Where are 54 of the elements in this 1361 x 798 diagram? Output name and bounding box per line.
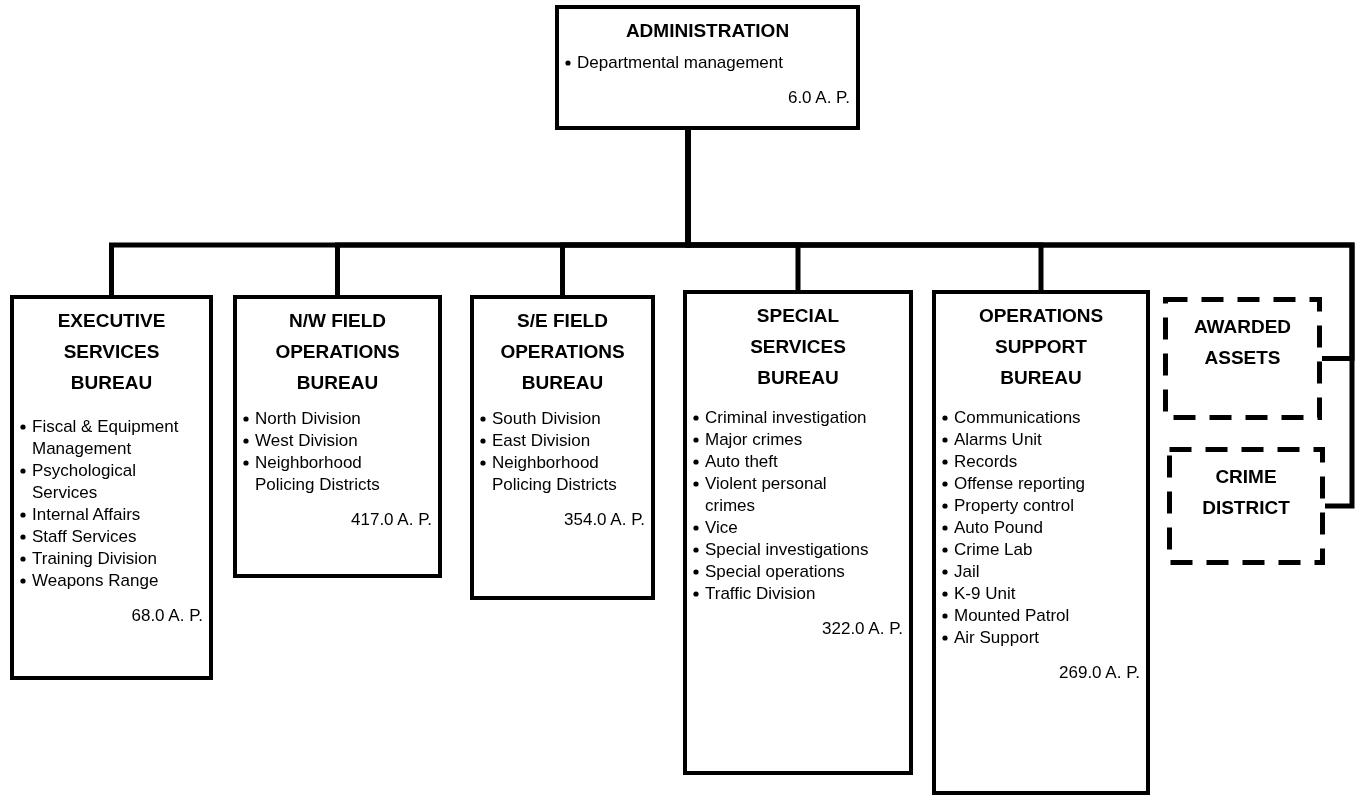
list-item: Training Division [32, 548, 158, 570]
list-item: Alarms Unit [954, 429, 1042, 451]
dashed-box [1167, 447, 1325, 565]
list-item: Neighborhood Policing Districts [255, 452, 381, 496]
list-item: Communications [954, 407, 1081, 429]
list-item: Records [954, 451, 1018, 473]
box-title: ADMINISTRATION [624, 19, 791, 43]
list-item: Traffic Division [705, 583, 816, 605]
list-item: North Division [255, 408, 361, 430]
list-item: Air Support [954, 627, 1040, 649]
list-item: Violent personal crimes [705, 473, 828, 517]
list-item: Vice [705, 517, 738, 539]
list-item: Auto Pound [954, 517, 1043, 539]
org-box [470, 295, 655, 600]
list-item: Crime Lab [954, 539, 1033, 561]
list-item: Special operations [705, 561, 845, 583]
org-box [683, 290, 913, 775]
box-title: OPERATIONS SUPPORT BUREAU [977, 304, 1105, 390]
box-title: N/W FIELD OPERATIONS BUREAU [274, 309, 401, 395]
staff-total: 322.0 A. P. [821, 619, 903, 639]
list-item: Psychological Services [32, 460, 137, 504]
org-box [10, 295, 213, 680]
list-item: Major crimes [705, 429, 803, 451]
staff-total: 269.0 A. P. [1058, 663, 1140, 683]
dashed-box [1163, 297, 1322, 420]
org-box [233, 295, 442, 578]
list-item: Mounted Patrol [954, 605, 1070, 627]
box-title: AWARDED ASSETS [1192, 315, 1293, 370]
list-item: Internal Affairs [32, 504, 141, 526]
list-item: Property control [954, 495, 1074, 517]
list-item: Criminal investigation [705, 407, 867, 429]
list-item: Offense reporting [954, 473, 1086, 495]
staff-total: 6.0 A. P. [786, 88, 850, 108]
org-box [555, 5, 860, 130]
org-box [932, 290, 1150, 795]
list-item: Departmental management [577, 52, 783, 74]
box-title: SPECIAL SERVICES BUREAU [749, 304, 847, 390]
staff-total: 68.0 A. P. [130, 606, 203, 626]
list-item: East Division [492, 430, 591, 452]
list-item: Fiscal & Equipment Management [32, 416, 180, 460]
list-item: Staff Services [32, 526, 137, 548]
staff-total: 417.0 A. P. [350, 510, 432, 530]
box-title: S/E FIELD OPERATIONS BUREAU [499, 309, 626, 395]
list-item: West Division [255, 430, 358, 452]
box-title: CRIME DISTRICT [1201, 465, 1291, 520]
list-item: South Division [492, 408, 601, 430]
staff-total: 354.0 A. P. [563, 510, 645, 530]
list-item: Neighborhood Policing Districts [492, 452, 618, 496]
list-item: Auto theft [705, 451, 778, 473]
list-item: Jail [954, 561, 980, 583]
list-item: K-9 Unit [954, 583, 1016, 605]
list-item: Special investigations [705, 539, 869, 561]
box-title: EXECUTIVE SERVICES BUREAU [56, 309, 167, 395]
list-item: Weapons Range [32, 570, 159, 592]
